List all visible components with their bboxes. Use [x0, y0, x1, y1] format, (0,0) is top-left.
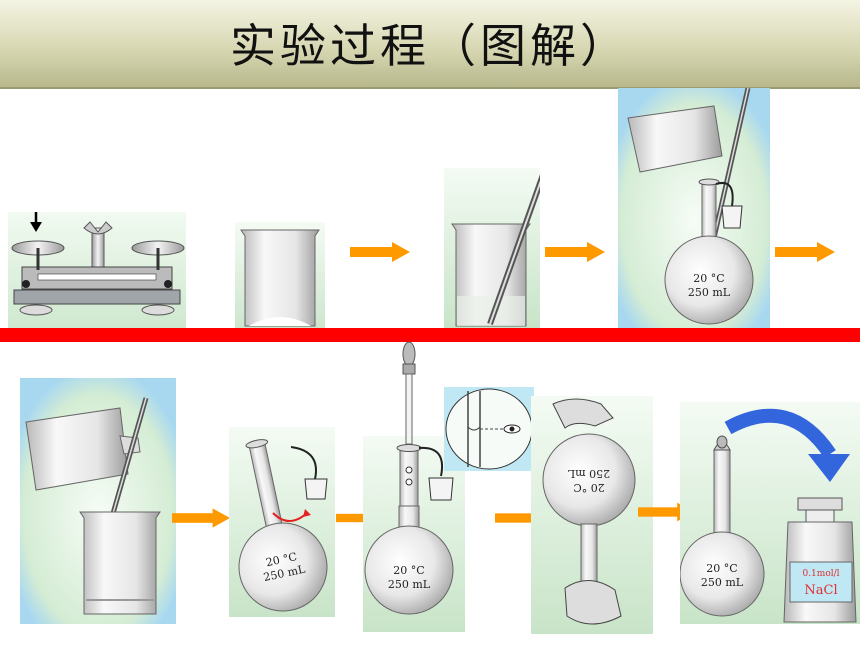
dropper-icon [402, 341, 416, 445]
eye-icon [503, 424, 521, 434]
flask-temp-label: 20 °C [573, 481, 604, 494]
panel-invert-flask: 20 °C 250 mL [531, 396, 653, 634]
flask-volume-label: 250 mL [388, 578, 431, 591]
panel-rinse-beaker [20, 378, 176, 624]
panel-dropper-flask: 20 °C 250 mL [363, 341, 465, 632]
down-arrow-icon [30, 212, 42, 232]
arrow-icon [172, 508, 230, 528]
bottle-formula-label: NaCl [804, 583, 837, 598]
inset-eye-level [444, 387, 534, 471]
panel-balance [8, 212, 186, 328]
panel-swirl-flask: 20 °C 250 mL [229, 427, 335, 617]
arrow-icon [350, 242, 410, 262]
flask-temp-label: 20 °C [706, 562, 737, 575]
page-title: 实验过程（图解） [230, 19, 630, 73]
flask-temp-label: 20 °C [693, 272, 724, 285]
hand-icon [552, 398, 614, 429]
panel-beaker-stir [444, 168, 540, 328]
flask-volume-label: 250 mL [567, 467, 610, 480]
flask-temp-label: 20 °C [393, 564, 424, 577]
title-bar: 实验过程（图解） [0, 0, 860, 89]
flask-volume-label: 250 mL [701, 576, 744, 589]
panel-reagent-bottle: 20 °C 250 mL 0.1mol/l NaCl [680, 402, 860, 624]
flask-volume-label: 250 mL [688, 286, 731, 299]
flask-temp-label: 20 °C [265, 550, 298, 569]
panel-beaker-solid [235, 222, 325, 328]
bottle-concentration-label: 0.1mol/l [802, 569, 839, 579]
arrow-icon [775, 242, 835, 262]
hand-icon [564, 580, 622, 625]
row-separator [0, 328, 860, 342]
panel-transfer-flask: 20 °C 250 mL [618, 88, 770, 328]
arrow-icon [545, 242, 605, 262]
curved-arrow-icon [724, 408, 836, 459]
